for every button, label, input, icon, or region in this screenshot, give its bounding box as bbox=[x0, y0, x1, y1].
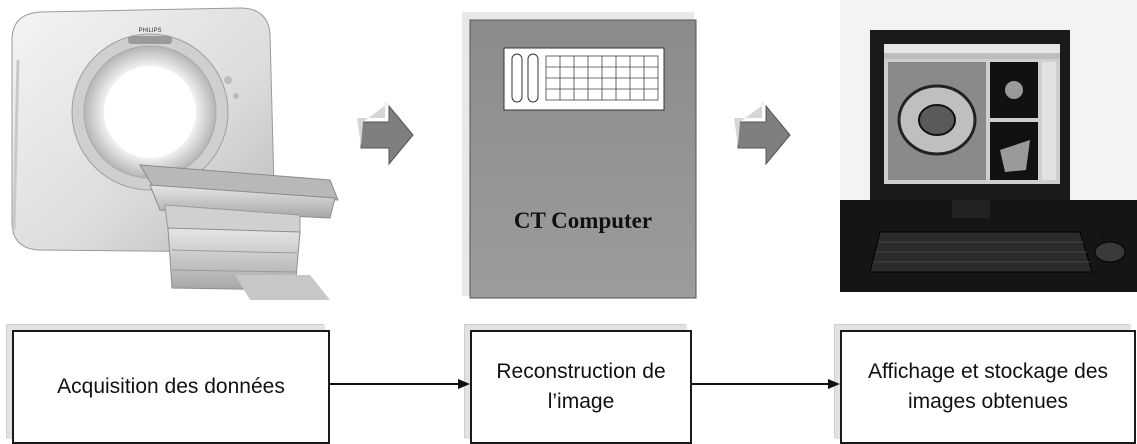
scanner-brand-label: PHILIPS bbox=[138, 28, 161, 34]
ct-computer-icon bbox=[462, 12, 697, 299]
connector-arrow-icon bbox=[330, 379, 470, 389]
ct-scanner-icon: PHILIPS bbox=[11, 7, 339, 300]
connector-arrow-icon bbox=[692, 379, 840, 389]
caption-reconstruction: Reconstruction de l’image bbox=[496, 359, 666, 413]
caption-box-reconstruction: Reconstruction de l’image bbox=[470, 330, 692, 444]
caption-box-display: Affichage et stockage des images obtenue… bbox=[840, 330, 1136, 444]
block-arrow-icon bbox=[357, 102, 414, 166]
block-arrow-icon bbox=[734, 102, 791, 166]
monitor-workstation-icon bbox=[840, 0, 1137, 292]
caption-acquisition: Acquisition des données bbox=[57, 374, 285, 398]
ct-computer-label: CT Computer bbox=[513, 208, 653, 233]
caption-box-acquisition: Acquisition des données bbox=[12, 330, 330, 444]
caption-display: Affichage et stockage des images obtenue… bbox=[867, 359, 1109, 413]
